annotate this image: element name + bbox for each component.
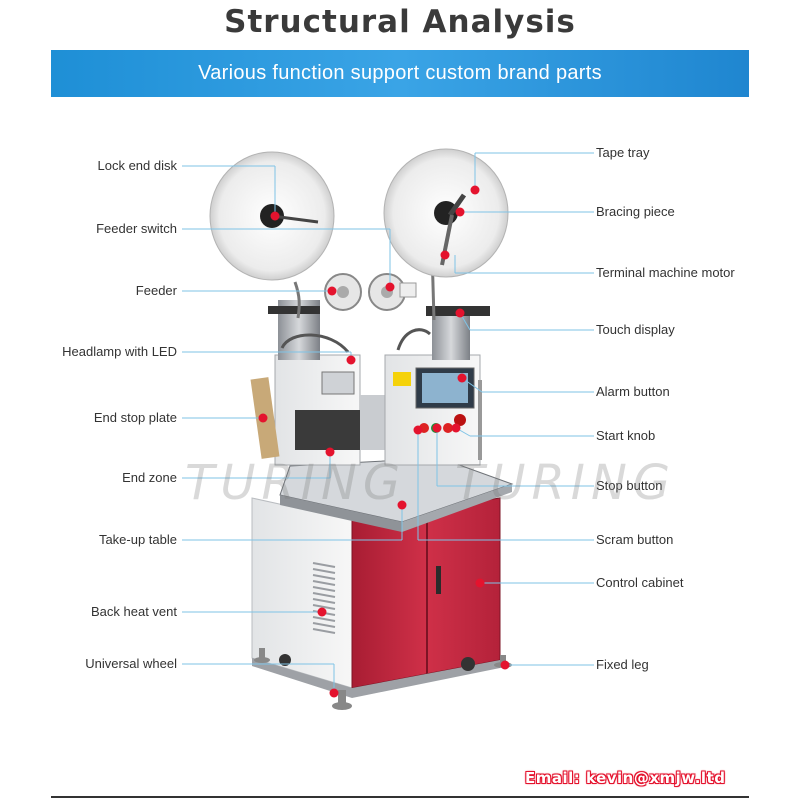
marker-terminal-machine-motor [440,250,450,260]
machine-body [209,148,514,710]
label-end-zone: End zone [122,470,177,485]
marker-universal-wheel [329,688,339,698]
label-back-heat-vent: Back heat vent [91,604,177,619]
subtitle-banner: Various function support custom brand pa… [51,50,749,97]
label-feeder: Feeder [135,283,177,298]
marker-fixed-leg [500,660,510,670]
marker-feeder-switch [385,282,395,292]
label-headlamp: Headlamp with LED [62,344,177,359]
label-universal-wheel: Universal wheel [85,656,177,671]
marker-stop-button [432,423,442,433]
marker-alarm-button [457,373,467,383]
page-title: Structural Analysis [224,4,576,40]
leader-lines [182,152,594,693]
marker-end-zone [325,447,335,457]
watermark-right: TURING [455,455,677,511]
banner-text: Various function support custom brand pa… [198,62,602,84]
marker-start-knob [451,423,461,433]
marker-tape-tray [470,185,480,195]
watermark-left: TURING [185,455,407,511]
label-control-cabinet: Control cabinet [596,575,684,590]
contact-email: Email: kevin@xmjw.ltd [525,769,726,787]
bottom-divider [51,796,749,798]
marker-bracing-piece [455,207,465,217]
label-terminal-machine-motor: Terminal machine motor [596,265,735,280]
callout-markers [258,185,510,698]
marker-scram-button [413,425,423,435]
marker-feeder [327,286,337,296]
label-touch-display: Touch display [596,322,675,337]
marker-take-up-table [397,500,407,510]
label-bracing-piece: Bracing piece [596,204,675,219]
marker-lock-end-disk [270,211,280,221]
label-tape-tray: Tape tray [596,145,650,160]
label-take-up-table: Take-up table [98,532,177,547]
heat-vent [312,562,336,634]
label-end-stop-plate: End stop plate [93,410,177,425]
marker-end-stop-plate [258,413,268,423]
marker-headlamp [346,355,356,365]
label-fixed-leg: Fixed leg [596,657,649,672]
label-stop-button: Stop button [596,478,663,493]
marker-control-cabinet [475,578,485,588]
label-alarm-button: Alarm button [596,384,670,399]
label-feeder-switch: Feeder switch [96,221,177,236]
label-lock-end-disk: Lock end disk [97,158,178,173]
label-scram-button: Scram button [596,532,674,547]
marker-touch-display [455,308,465,318]
marker-back-heat-vent [317,607,327,617]
label-start-knob: Start knob [596,428,656,443]
